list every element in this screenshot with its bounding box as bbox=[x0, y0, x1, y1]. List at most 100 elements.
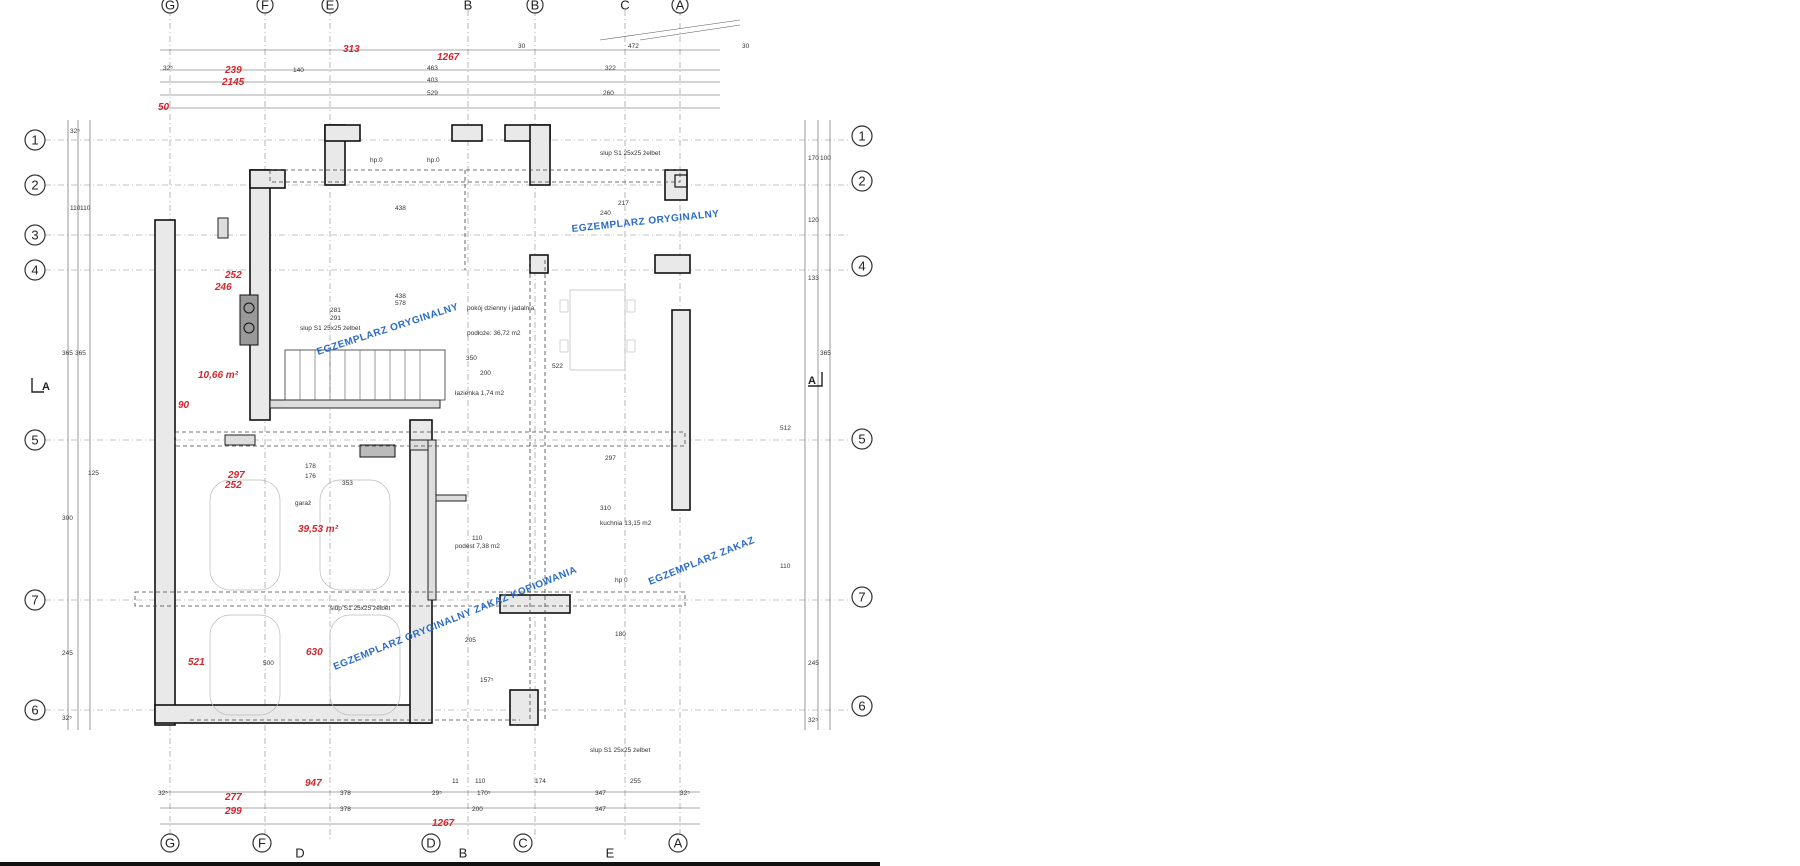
dim-bottom-2: 378 bbox=[340, 790, 351, 797]
left-dimensions: 32⁵ 110 110 365 365 300 245 32⁵ 125 bbox=[62, 128, 99, 722]
dim-int-13: 178 bbox=[305, 463, 316, 470]
axis-right-3: 4 bbox=[858, 259, 865, 274]
dim-bottom-7: 378 bbox=[340, 806, 351, 813]
dim-bottom-6: 32⁵ bbox=[680, 790, 690, 797]
note-column-4: slup S1 25x25 żelbet bbox=[590, 747, 651, 754]
bottom-edge-bar bbox=[0, 862, 880, 866]
floor-plan-drawing: G F E B B C A G F D D B C E A 1 2 3 4 5 … bbox=[24, 0, 873, 861]
axis-bottom-7: E bbox=[606, 846, 615, 861]
dining-table bbox=[559, 289, 636, 371]
dim-top-10: 260 bbox=[603, 90, 614, 97]
bottom-dimensions: 32⁵ 378 29⁵ 170⁵ 347 32⁵ 378 200 347 11 … bbox=[158, 778, 690, 813]
red-note-10: 297 bbox=[227, 470, 245, 481]
dim-left-4: 365 bbox=[62, 350, 73, 357]
axis-bottom-2: F bbox=[258, 836, 266, 851]
dim-bottom-3: 29⁵ bbox=[432, 790, 442, 797]
dim-int-10: 310 bbox=[600, 505, 611, 512]
axis-left-3: 3 bbox=[31, 228, 38, 243]
dim-int-3: 578 bbox=[395, 300, 406, 307]
dim-bottom-11: 110 bbox=[475, 778, 486, 785]
dim-right-5: 365 bbox=[820, 350, 831, 357]
note-living-room: pokój dzienny i jadalnia bbox=[467, 305, 535, 312]
staircase bbox=[284, 349, 446, 401]
dim-int-8: 522 bbox=[552, 363, 563, 370]
note-hp-2: hp.0 bbox=[427, 157, 440, 164]
note-kitchen: kuchnia 13,15 m2 bbox=[600, 520, 652, 527]
dim-left-6: 300 bbox=[62, 515, 73, 522]
dim-bottom-9: 347 bbox=[595, 806, 606, 813]
axis-left-4: 4 bbox=[31, 263, 38, 278]
note-column-1: slup S1 25x25 żelbet bbox=[600, 150, 661, 157]
red-note-5: 50 bbox=[158, 102, 170, 113]
axis-top-4: B bbox=[464, 0, 473, 13]
note-hp-3: hp 0 bbox=[615, 577, 628, 584]
dim-top-5: 32⁵ bbox=[163, 65, 173, 72]
dim-int-16: 205 bbox=[465, 637, 476, 644]
dim-right-1: 170 bbox=[808, 155, 819, 162]
dim-int-7: 200 bbox=[480, 370, 491, 377]
dim-int-5: 291 bbox=[330, 315, 341, 322]
dim-int-12: 217 bbox=[618, 200, 629, 207]
stamp-3: EGZEMPLARZ ORYGINALNY ZAKAZ KOPIOWANIA bbox=[332, 565, 579, 673]
dim-int-4: 281 bbox=[330, 307, 341, 314]
axis-bottom-6: C bbox=[518, 836, 527, 851]
red-note-8: 10,66 m² bbox=[198, 370, 239, 381]
note-bathroom: łazienka 1,74 m2 bbox=[455, 390, 505, 397]
bottom-axis-labels: G F D D B C E A bbox=[160, 833, 688, 861]
red-note-7: 246 bbox=[214, 282, 232, 293]
axis-top-1: G bbox=[165, 0, 175, 13]
axis-bottom-5: B bbox=[459, 846, 468, 861]
red-note-18: 1267 bbox=[432, 818, 455, 829]
red-note-4: 2145 bbox=[221, 77, 245, 88]
axis-right-4: 5 bbox=[858, 432, 865, 447]
red-note-14: 521 bbox=[188, 657, 205, 668]
dim-right-3: 120 bbox=[808, 217, 819, 224]
dim-left-3: 110 bbox=[70, 205, 81, 212]
dim-bottom-10: 11 bbox=[452, 778, 459, 785]
stamp-1: EGZEMPLARZ ORYGINALNY bbox=[571, 209, 720, 235]
dim-right-7: 110 bbox=[780, 563, 791, 570]
top-dimensions: 30 472 30 322 32⁵ 463 403 529 140 260 bbox=[163, 43, 750, 97]
red-note-12: 39,53 m² bbox=[298, 524, 339, 535]
dim-bottom-4: 170⁵ bbox=[477, 790, 491, 797]
dim-left-1: 32⁵ bbox=[70, 128, 80, 135]
axis-left-1: 1 bbox=[31, 133, 38, 148]
dim-right-2: 100 bbox=[820, 155, 831, 162]
red-note-2: 1267 bbox=[437, 52, 460, 63]
dim-left-9: 125 bbox=[88, 470, 99, 477]
dim-left-2: 110 bbox=[80, 205, 91, 212]
exterior-walls bbox=[154, 124, 691, 726]
axis-left-6: 7 bbox=[31, 593, 38, 608]
section-mark-left: A bbox=[42, 381, 50, 393]
red-note-13: 630 bbox=[306, 647, 323, 658]
red-note-1: 313 bbox=[343, 44, 360, 55]
dim-int-9: 297 bbox=[605, 455, 616, 462]
dim-right-6: 512 bbox=[780, 425, 791, 432]
dim-int-6: 350 bbox=[466, 355, 477, 362]
axis-right-1: 1 bbox=[858, 129, 865, 144]
dim-int-11: 240 bbox=[600, 210, 611, 217]
dim-int-19: 157⁵ bbox=[480, 677, 494, 684]
stamp-4: EGZEMPLARZ ZAKAZ bbox=[647, 535, 756, 588]
dim-bottom-5: 347 bbox=[595, 790, 606, 797]
axis-left-2: 2 bbox=[31, 178, 38, 193]
red-note-11: 252 bbox=[224, 480, 242, 491]
red-note-15: 277 bbox=[224, 792, 242, 803]
note-hp-1: hp.0 bbox=[370, 157, 383, 164]
axis-top-2: F bbox=[261, 0, 269, 13]
note-landing: podest 7,38 m2 bbox=[455, 543, 500, 550]
right-axis-labels: 1 2 4 5 7 6 bbox=[851, 125, 873, 717]
dim-top-2: 472 bbox=[628, 43, 639, 50]
note-column-3: slup S1 25x25 żelbet bbox=[330, 605, 391, 612]
dim-top-9: 140 bbox=[293, 67, 304, 74]
axis-top-7: A bbox=[676, 0, 685, 13]
dim-right-9: 32⁵ bbox=[808, 717, 818, 724]
dim-left-7: 245 bbox=[62, 650, 73, 657]
axis-right-5: 7 bbox=[858, 590, 865, 605]
red-note-6: 252 bbox=[224, 270, 242, 281]
dim-bottom-13: 255 bbox=[630, 778, 641, 785]
red-note-3: 239 bbox=[224, 65, 242, 76]
red-note-17: 947 bbox=[305, 778, 322, 789]
axis-left-5: 5 bbox=[31, 433, 38, 448]
right-dimensions: 170 100 120 133 365 512 110 245 32⁵ bbox=[780, 155, 831, 724]
